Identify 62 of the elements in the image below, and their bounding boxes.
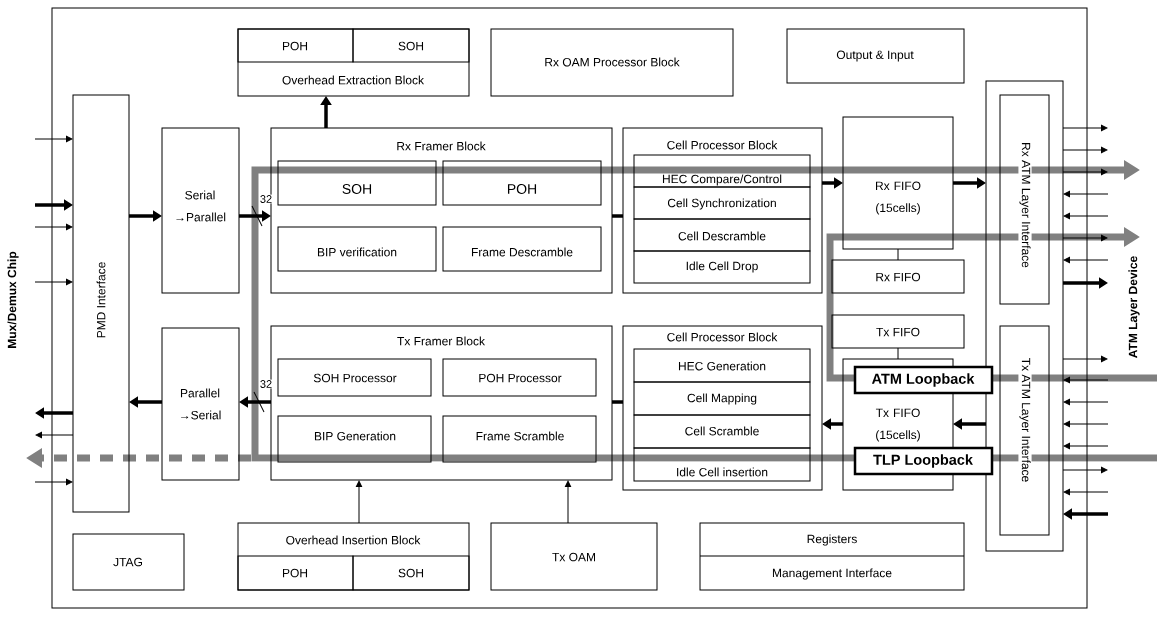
sub-block: POH: [442, 160, 602, 206]
arrow: [355, 480, 363, 524]
function-row: Idle Cell Drop: [633, 250, 811, 284]
sub-block: Frame Scramble: [442, 415, 597, 463]
fifo-box: Tx FIFO: [831, 314, 965, 349]
arrow: [34, 478, 73, 486]
arrow: [1063, 398, 1109, 406]
sub-block: Frame Descramble: [442, 226, 602, 272]
interface-box: Tx ATM Layer Interface: [999, 325, 1050, 536]
side-label: Mux/Demux Chip: [7, 251, 19, 348]
arrow: [1063, 376, 1109, 384]
arrow: [1063, 256, 1109, 264]
arrow: [1062, 168, 1108, 176]
arrow: [1063, 190, 1109, 198]
loopback-box: TLP Loopback: [853, 446, 994, 476]
function-row: Cell Descramble: [633, 218, 811, 252]
edge-label: 32: [259, 194, 273, 204]
arrow: [1063, 420, 1109, 428]
arrow: [34, 135, 73, 143]
arrow: [34, 278, 73, 286]
overhead-cell: SOH: [352, 555, 470, 591]
arrow: [1063, 212, 1109, 220]
converter-box: Serial →Parallel: [161, 127, 240, 294]
fifo-box: Rx FIFO (15cells): [842, 116, 954, 250]
interface-frame: [985, 80, 1064, 552]
function-row: Cell Mapping: [633, 381, 811, 416]
overhead-cell: SOH: [352, 28, 470, 63]
function-row: Idle Cell insertion: [633, 447, 811, 482]
chip-outline: [51, 7, 1088, 609]
block-box: Rx OAM Processor Block: [490, 28, 734, 97]
overhead-cell: POH: [237, 28, 354, 63]
sub-block: SOH: [277, 160, 437, 206]
block-box: Tx OAM: [490, 522, 658, 591]
fifo-box: Rx FIFO: [831, 259, 965, 294]
register-block: Registers Management Interface: [699, 522, 965, 591]
overhead-cell: POH: [237, 555, 354, 591]
arrow: [1062, 355, 1108, 363]
arrow: [1063, 488, 1109, 496]
arrow: [1062, 466, 1108, 474]
side-label: ATM Layer Device: [1128, 256, 1140, 358]
interface-box: Rx ATM Layer Interface: [999, 94, 1050, 305]
function-row: HEC Generation: [633, 348, 811, 383]
arrow: [564, 480, 572, 524]
arrow: [1062, 124, 1108, 132]
arrow: [35, 431, 74, 439]
arrow: [1062, 234, 1108, 242]
sub-block: BIP verification: [277, 226, 437, 272]
arrow: [1062, 146, 1108, 154]
block-box: JTAG: [72, 533, 185, 591]
function-row: HEC Compare/Control: [633, 154, 811, 188]
arrow: [34, 223, 73, 231]
edge-label: 32: [259, 379, 273, 389]
loopback-box: ATM Loopback: [853, 365, 994, 395]
sub-block: POH Processor: [442, 358, 597, 397]
block-box: Output & Input: [786, 28, 965, 84]
function-row: Cell Scramble: [633, 414, 811, 449]
interface-box: PMD Interface: [72, 94, 130, 513]
function-row: Cell Synchronization: [633, 186, 811, 220]
arrow: [1063, 442, 1109, 450]
converter-box: Parallel →Serial: [161, 327, 240, 481]
sub-block: SOH Processor: [277, 358, 432, 397]
sub-block: BIP Generation: [277, 415, 432, 463]
